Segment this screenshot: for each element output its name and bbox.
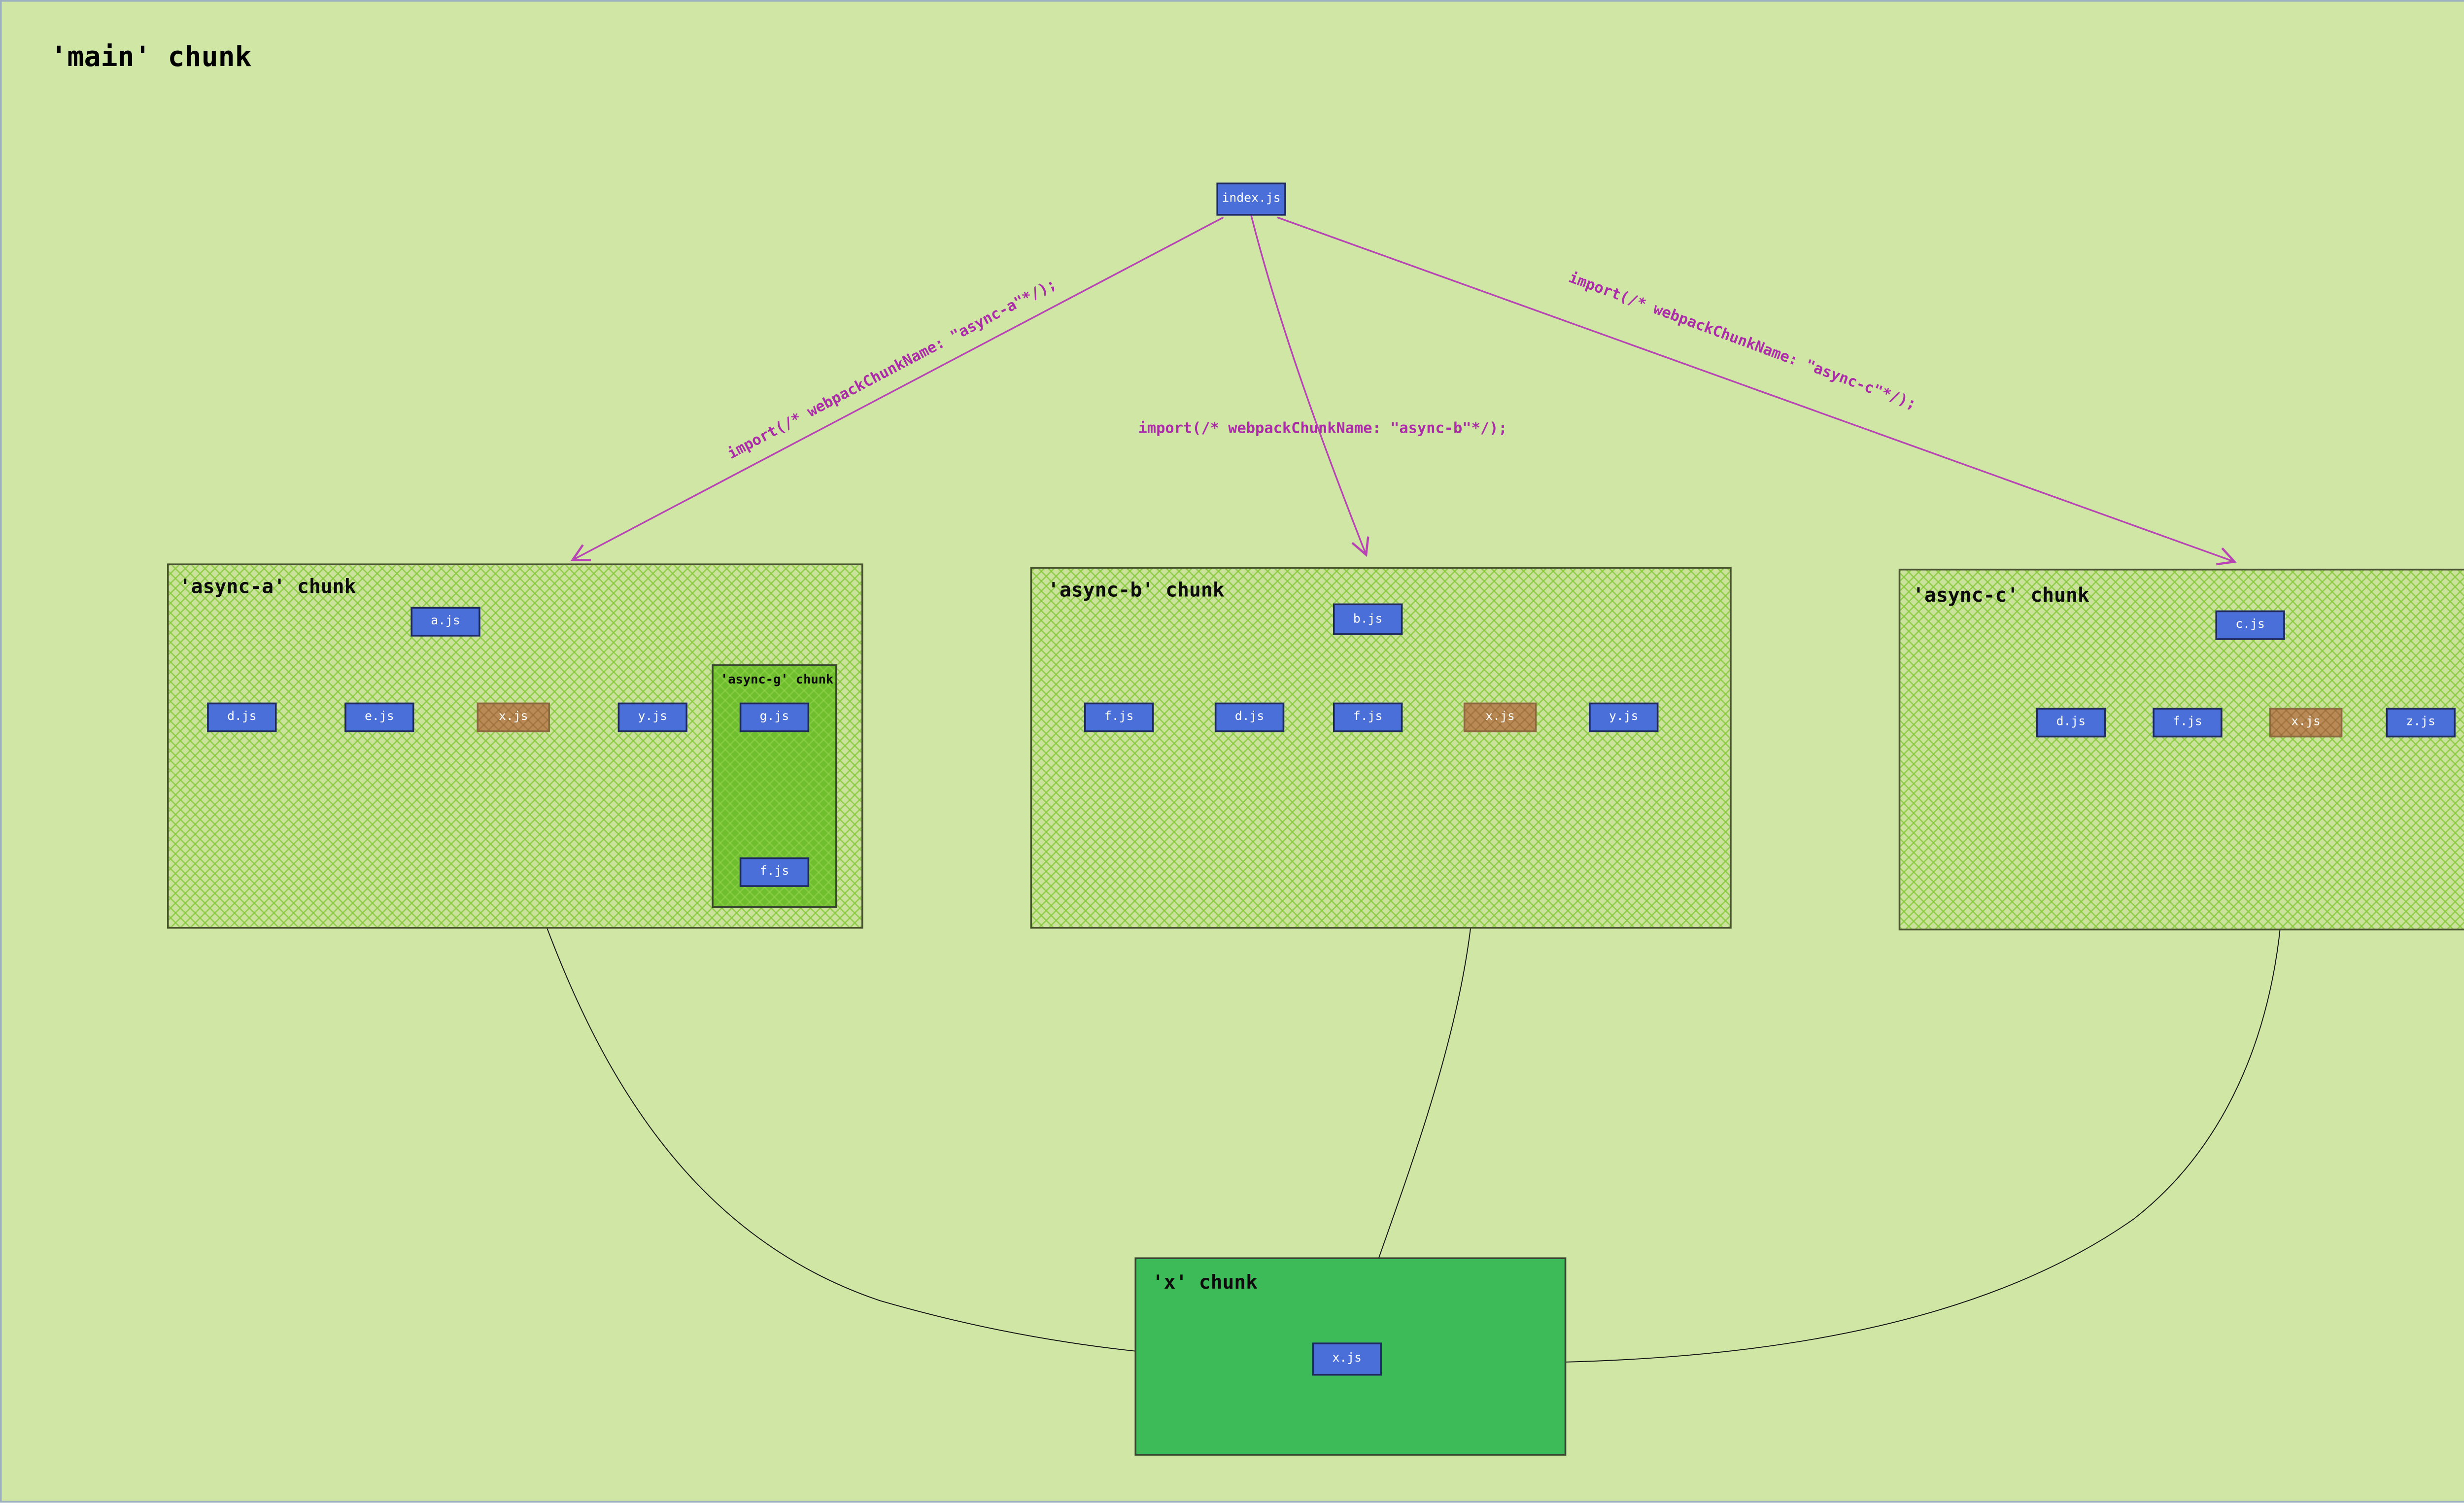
chunk-async-c: 'async-c' chunk	[1898, 568, 2464, 931]
module-node-c-js: c.js	[2215, 610, 2285, 640]
module-node-b-d-js: d.js	[1214, 702, 1285, 732]
module-node-index-js: index.js	[1216, 182, 1286, 216]
module-node-b-y-js: y.js	[1589, 702, 1659, 732]
ghost-module-node-a-x-js: x.js	[477, 702, 550, 732]
chunk-async-g-label: 'async-g' chunk	[720, 671, 834, 687]
edge-index-to-async-c	[1277, 216, 2234, 562]
module-node-shared-x-js: x.js	[1312, 1342, 1382, 1376]
module-node-b-f1-js: f.js	[1084, 702, 1154, 732]
module-node-a-y-js: y.js	[617, 702, 687, 732]
module-node-g-f-js: f.js	[739, 857, 810, 887]
edge-index-to-async-b	[1250, 215, 1366, 555]
ghost-module-node-c-x-js: x.js	[2269, 708, 2343, 738]
module-node-b-f2-js: f.js	[1333, 702, 1403, 732]
chunk-async-b-label: 'async-b' chunk	[1047, 579, 1225, 602]
module-node-a-js: a.js	[411, 607, 480, 637]
module-node-c-z-js: z.js	[2386, 708, 2456, 738]
module-node-a-e-js: e.js	[344, 702, 414, 732]
module-node-c-f-js: f.js	[2153, 708, 2223, 738]
main-chunk-label: 'main' chunk	[50, 40, 252, 73]
import-label-async-b: import(/* webpackChunkName: "async-b"*/)…	[1138, 420, 1507, 438]
ghost-module-node-b-x-js: x.js	[1463, 702, 1537, 732]
edge-index-to-async-a	[573, 216, 1224, 560]
module-node-g-js: g.js	[739, 702, 810, 732]
module-node-b-js: b.js	[1333, 603, 1403, 635]
chunk-async-a-label: 'async-a' chunk	[179, 576, 356, 598]
module-node-a-d-js: d.js	[207, 702, 277, 732]
chunk-async-c-label: 'async-c' chunk	[1913, 584, 2089, 607]
chunk-x-label: 'x' chunk	[1152, 1271, 1258, 1294]
module-node-c-d-js: d.js	[2036, 708, 2106, 738]
